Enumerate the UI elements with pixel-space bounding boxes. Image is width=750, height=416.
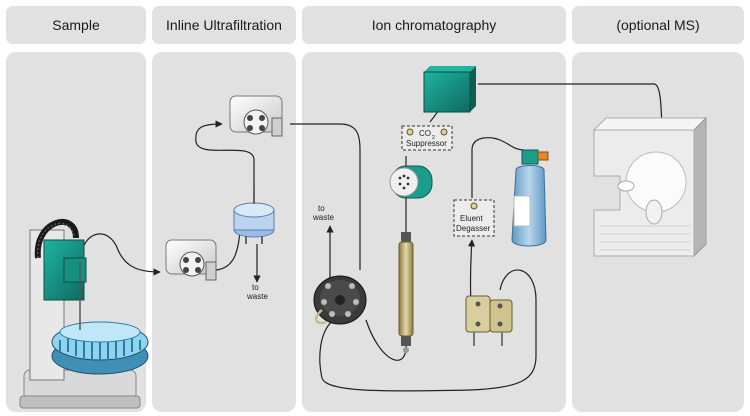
header-ultrafiltration: Inline Ultrafiltration [152,6,296,44]
autosampler [19,219,149,409]
to-waste-valve-label-1: to [318,204,325,213]
ultrafiltration-cell [233,186,275,244]
suppressor-box: CO 2 Suppressor [401,125,453,151]
header-sample: Sample [6,6,146,44]
mass-spectrometer [592,116,708,258]
header-ion-chromatography-label: Ion chromatography [371,17,497,33]
degasser-label-1: Eluent [460,214,483,223]
eluent-bottle [511,149,549,247]
suppressor-label: Suppressor [406,139,447,148]
degasser-label-2: Degasser [456,224,491,233]
to-waste-filter-label-2: waste [246,292,268,301]
header-optional-ms: (optional MS) [572,6,744,44]
header-ultrafiltration-label: Inline Ultrafiltration [166,17,282,33]
header-ion-chromatography: Ion chromatography [302,6,566,44]
suppressor-co2-label: CO [419,129,431,138]
to-waste-filter-label-1: to [252,283,259,292]
header-optional-ms-label: (optional MS) [616,17,700,33]
peristaltic-pump-lower [165,239,217,281]
to-waste-valve-label-2: waste [312,213,334,222]
injection-valve [313,275,367,325]
eluent-degasser-box: Eluent Degasser [453,199,495,237]
tubing [79,83,666,392]
detector-housing [423,66,476,113]
peristaltic-pump-upper [229,95,283,137]
separation-column [398,232,414,353]
suppressor-co2-subscript: 2 [432,135,435,141]
header-sample-label: Sample [52,17,100,33]
conductivity-detector [389,165,433,199]
high-pressure-pump [465,295,513,346]
